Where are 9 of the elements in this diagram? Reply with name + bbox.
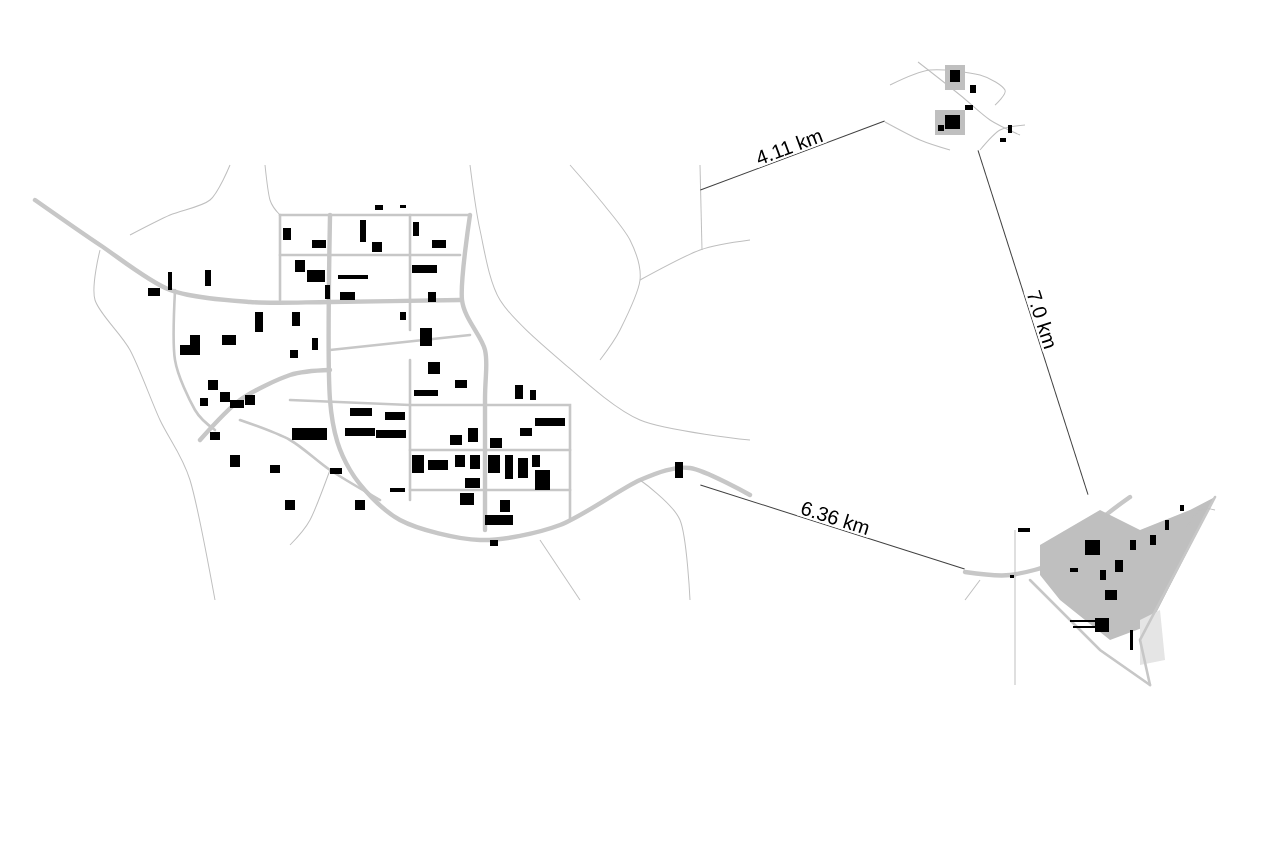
industrial-site-map-drawing xyxy=(962,494,1217,687)
distance-label: 6.36 km xyxy=(796,497,875,538)
village-map-drawing xyxy=(884,61,1026,151)
distance-label: 7.0 km xyxy=(1023,286,1061,353)
distance-label: 4.11 km xyxy=(751,124,827,169)
town-map-drawing xyxy=(32,164,753,601)
distance-line xyxy=(699,484,966,570)
distance-line xyxy=(977,149,1089,496)
distance-line xyxy=(699,120,886,191)
